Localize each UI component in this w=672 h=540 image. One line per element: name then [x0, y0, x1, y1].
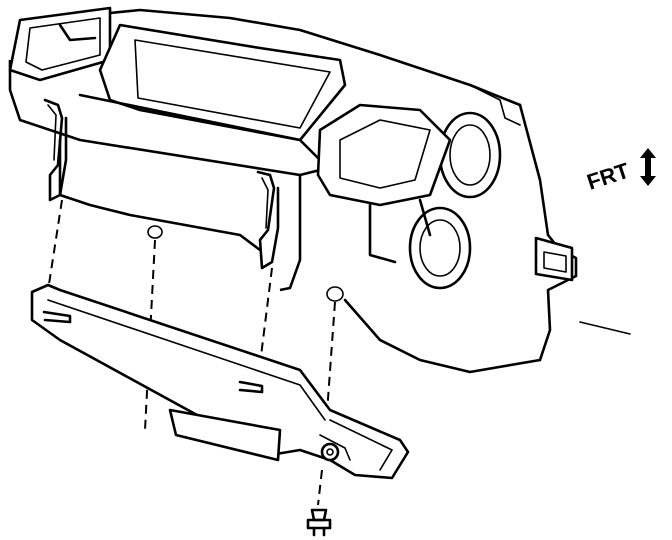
duct-housing: [8, 6, 452, 302]
front-label: FRT: [584, 158, 633, 195]
dash-panel: [58, 8, 631, 374]
retaining-clip-left: [43, 98, 68, 202]
front-direction-indicator: FRT: [584, 148, 656, 195]
retaining-clip-right: [256, 170, 280, 270]
front-arrow-icon: [640, 148, 656, 186]
round-vents: [408, 111, 502, 290]
screw-fastener: [306, 508, 332, 537]
lower-cover-panel: [30, 283, 410, 480]
